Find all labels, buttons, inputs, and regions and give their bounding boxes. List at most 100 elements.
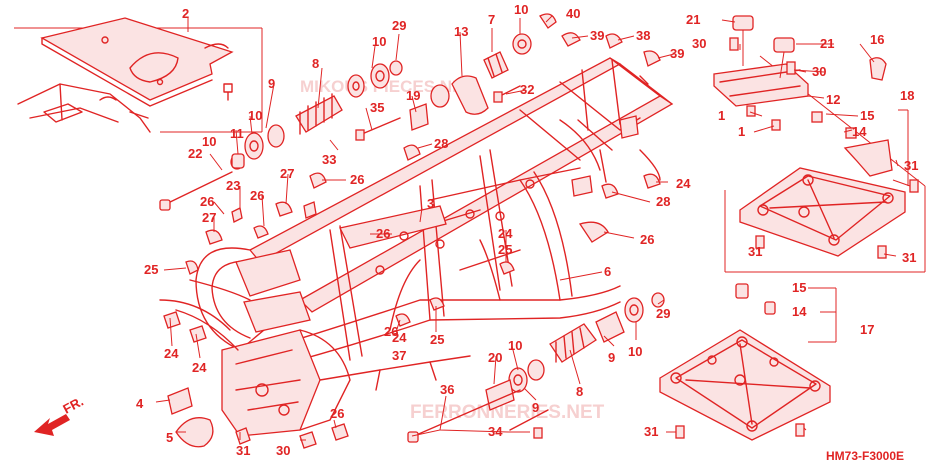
callout: 10 [372,34,386,49]
callout: 4 [136,396,144,411]
callout: 31 [904,158,918,173]
watermark-top: MIKOUS PIECES.NET [300,77,474,96]
callout: 17 [860,322,874,337]
callout: 8 [576,384,583,399]
callout: 33 [322,152,336,167]
callout: 26 [376,226,390,241]
callout: 30 [812,64,826,79]
callout: 20 [488,350,502,365]
callout: 31 [644,424,658,439]
direction-label: FR. [60,394,86,417]
callout: 9 [608,350,615,365]
callout: 24 [392,330,407,345]
horn-5 [175,417,214,448]
callout: 14 [792,304,807,319]
callout: 25 [430,332,444,347]
callout: 24 [192,360,207,375]
callout: 10 [628,344,642,359]
callouts: 2 10 29 7 10 40 39 38 39 21 30 21 16 30 … [136,2,918,458]
callout: 30 [276,443,290,458]
callout: 10 [508,338,522,353]
callout: 26 [640,232,654,247]
callout: 28 [656,194,670,209]
callout: 9 [532,400,539,415]
callout: 31 [902,250,916,265]
callout: 30 [692,36,706,51]
callout: 9 [268,76,275,91]
clip-16 [869,57,887,81]
callout: 3 [427,196,434,211]
clip-bolt [223,83,233,101]
callout: 34 [488,424,503,439]
rack-inset [14,17,263,133]
callout: 23 [226,178,240,193]
bracket-18 [843,139,893,177]
lower-shaft-parts [407,292,665,443]
callout: 38 [636,28,650,43]
callout: 26 [384,324,398,339]
callout: 40 [566,6,580,21]
callout: 15 [860,108,874,123]
callout: 22 [188,146,202,161]
callout: 5 [166,430,173,445]
callout: 26 [250,188,264,203]
callout: 24 [676,176,691,191]
front-curve [195,247,301,351]
callout: 6 [604,264,611,279]
skid-inset [713,15,926,273]
callout: 16 [870,32,884,47]
callout: 26 [350,172,364,187]
callout: 15 [792,280,806,295]
callout: 2 [182,6,189,21]
callout: 24 [164,346,179,361]
callout: 25 [498,242,512,257]
front-direction-arrow: FR. [34,394,86,436]
callout: 39 [670,46,684,61]
callout: 10 [514,2,528,17]
clips [159,119,661,449]
callout: 27 [280,166,294,181]
front-cradle [221,329,321,437]
callout: 28 [434,136,448,151]
callout: 32 [520,82,534,97]
callout: 10 [248,108,262,123]
callout: 31 [236,443,250,458]
frame-plate-3 [339,205,447,249]
callout: 31 [748,244,762,259]
rack-plate [40,17,234,101]
callout: 29 [656,306,670,321]
callout: 12 [826,92,840,107]
callout: 37 [392,348,406,363]
skid-plate-lower [659,283,837,441]
callout: 21 [820,36,834,51]
callout: 18 [900,88,914,103]
plate-cutout [129,52,179,83]
callout: 36 [440,382,454,397]
arrow-icon [34,414,70,436]
callout: 21 [686,12,700,27]
bracket-4 [167,387,193,415]
rear-fender-sketch [17,83,151,133]
main-frame [195,57,674,437]
front-bracket [235,249,301,297]
diagram-code: HM73-F3000E [826,449,904,463]
watermark-bottom: FERRONNERIES.NET [410,402,605,423]
callout: 13 [454,24,468,39]
callout: 8 [312,56,319,71]
callout: 39 [590,28,604,43]
callout: 26 [330,406,344,421]
callout: 1 [718,108,725,123]
callout: 19 [406,88,420,103]
leader-lines [155,15,911,441]
callout: 27 [202,210,216,225]
callout: 25 [144,262,158,277]
callout: 11 [230,126,244,141]
callout: 26 [200,194,214,209]
callout: 29 [392,18,406,33]
callout: 7 [488,12,495,27]
callout: 35 [370,100,384,115]
callout: 24 [498,226,513,241]
callout: 10 [202,134,216,149]
rack-plate-edge [41,37,213,107]
